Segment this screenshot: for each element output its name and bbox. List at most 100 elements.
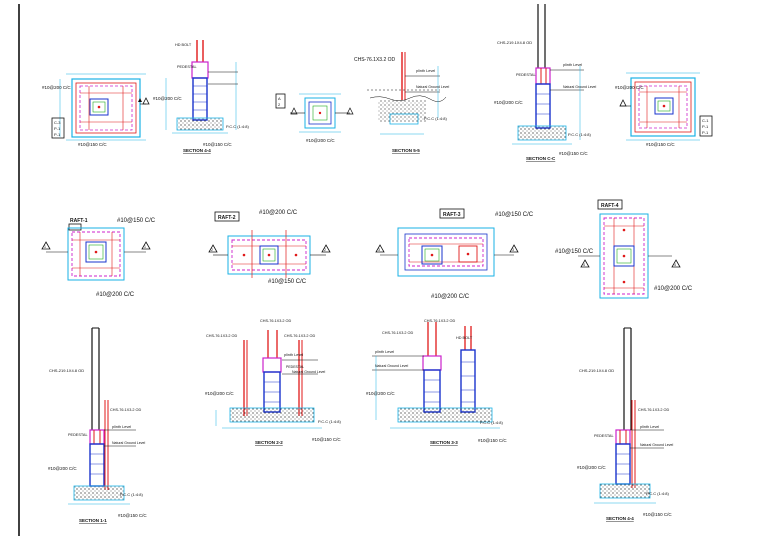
raft-4-mark-right: 4 (674, 263, 676, 267)
plan-d-tag-1: C-1 (702, 118, 709, 123)
raft-3-plan: RAFT-3 #10@150 C/C 3 3 #10@200 C/C (375, 208, 534, 300)
raft-2-mark-left: 2 (211, 248, 213, 252)
plan-a-note-2: #10@150 C/C (78, 142, 107, 147)
raft-3-note-1: #10@150 C/C (495, 212, 534, 218)
section-4-4b-bottom-rebar: #10@150 C/C (643, 512, 672, 517)
section-c-c-bottom-rebar: #10@150 C/C (559, 151, 588, 156)
section-c-c-caption: SECTION C-C (526, 156, 556, 161)
section-5-5: CHS-76.1X3.2 OD plinth Level Natural Gro… (354, 52, 449, 153)
section-4-4b-ngl: Natural Ground Level (640, 443, 673, 447)
plan-a-note-1: #10@200 C/C (42, 85, 71, 90)
section-4-4-caption: SECTION 4-4 (183, 148, 211, 153)
section-c-c-pcc: P.C.C (1:4:8) (568, 132, 591, 137)
section-c-c-pedestal: PEDESTAL (516, 73, 536, 77)
section-4-4-rebar: #10@200 C/C (153, 96, 182, 101)
section-1-1-chs-small: CHS-76.1X3.2 OD (110, 408, 141, 412)
section-c-c: CHS-219.1X4.8 OD PEDESTAL plinth Level N… (494, 4, 596, 161)
section-2-2-ngl: Natural Ground Level (292, 370, 325, 374)
section-4-4-pedestal: PEDESTAL (177, 65, 197, 69)
section-4-4-top: HD BOLT PEDESTAL #10@200 C/C P.C.C (1:4:… (153, 40, 249, 153)
section-2-2-caption: SECTION 2-2 (255, 440, 283, 445)
section-2-2-pedestal: PEDESTAL (286, 365, 304, 369)
raft-1-mark-right: 1 (144, 245, 146, 249)
raft-3-title: RAFT-3 (443, 212, 461, 218)
raft-2-mark-right: 2 (324, 248, 326, 252)
section-3-3: CHS-76.1X3.2 OD CHS-76.1X3.2 OD HD BOLT … (366, 319, 507, 445)
raft-3-mark-left: 3 (378, 248, 380, 252)
section-1-1: CHS-219.1X4.8 OD CHS-76.1X3.2 OD PEDESTA… (48, 327, 147, 523)
section-4-4b-caption: SECTION 4-4 (606, 516, 634, 521)
section-3-3-pcc: P.C.C (1:4:8) (480, 420, 503, 425)
section-3-3-chs-top: CHS-76.1X3.2 OD (424, 319, 455, 323)
raft-4-note-2: #10@200 C/C (654, 286, 693, 292)
section-2-2: CHS-76.1X3.2 OD CHS-76.1X3.2 OD CHS-76.1… (205, 319, 341, 445)
raft-1-mark-left: 1 (44, 245, 46, 249)
section-2-2-pcc: P.C.C (1:4:8) (318, 419, 341, 424)
section-5-5-ngl: Natural Ground Level (416, 85, 449, 89)
plan-d-tag-3: P-1 (702, 130, 709, 135)
section-2-2-chs-left: CHS-76.1X3.2 OD (206, 334, 237, 338)
raft-2-plan: RAFT-2 #10@200 C/C 2 2 #10@150 C/C (208, 210, 331, 285)
plan-a-tag-3: P-1 (54, 132, 61, 137)
plan-a-tag-1: C-3 (54, 120, 61, 125)
section-5-5-caption: SECTION 5-5 (392, 148, 420, 153)
section-4-4b-chs-small: CHS-76.1X3.2 OD (638, 408, 669, 412)
plan-b-note: #10@200 C/C (306, 138, 335, 143)
section-1-1-rebar: #10@200 C/C (48, 466, 77, 471)
section-4-4-pcc: P.C.C (1:4:8) (226, 124, 249, 129)
plan-d-note-1: #10@200 C/C (615, 85, 644, 90)
raft-4-plan: RAFT-4 4 4 #10@150 C/C #10@200 C/C (555, 199, 693, 299)
raft-2-note-1: #10@200 C/C (259, 210, 298, 216)
raft-3-note-2: #10@200 C/C (431, 294, 470, 300)
raft-1-note-1: #10@150 C/C (117, 218, 156, 224)
section-5-5-plinth: plinth Level (416, 69, 435, 73)
section-4-4-hd-bolt: HD BOLT (175, 43, 192, 47)
section-3-3-rebar: #10@200 C/C (366, 391, 395, 396)
section-5-5-chs: CHS-76.1X3.2 OD (354, 57, 396, 63)
section-3-3-chs-left: CHS-76.1X3.2 OD (382, 331, 413, 335)
raft-3-mark-right: 3 (512, 248, 514, 252)
raft-4-note-1: #10@150 C/C (555, 249, 594, 255)
section-c-c-plinth: plinth Level (563, 63, 582, 67)
plan-d: #10@200 C/C #10@150 C/C C-1 P-1 P-1 (615, 72, 713, 147)
section-4-4b-pcc: P.C.C (1:4:8) (646, 491, 669, 496)
plan-b: A 2 #10@200 C/C (275, 93, 354, 143)
section-3-3-caption: SECTION 3-3 (430, 440, 458, 445)
section-1-1-ngl: Natural Ground Level (112, 441, 145, 445)
section-3-3-plinth: plinth Level (375, 350, 394, 354)
plan-b-tag-2: 2 (278, 102, 281, 107)
section-5-5-pcc: P.C.C (1:4:8) (424, 116, 447, 121)
section-1-1-pcc: P.C.C (1:4:8) (120, 492, 143, 497)
section-2-2-plinth: plinth Level (284, 353, 303, 357)
section-4-4-bottom: CHS-219.1X4.8 OD CHS-76.1X3.2 OD PEDESTA… (577, 327, 673, 521)
plan-b-tag-1: A (278, 96, 281, 101)
section-3-3-hd-bolt: HD BOLT (456, 336, 473, 340)
raft-2-title: RAFT-2 (218, 215, 236, 221)
raft-1-title: RAFT-1 (70, 218, 88, 224)
section-4-4b-rebar: #10@200 C/C (577, 465, 606, 470)
section-2-2-chs-right: CHS-76.1X3.2 OD (284, 334, 315, 338)
section-1-1-chs: CHS-219.1X4.8 OD (49, 368, 84, 373)
section-1-1-plinth: plinth Level (112, 425, 131, 429)
raft-4-title: RAFT-4 (601, 203, 619, 209)
section-3-3-ngl: Natural Ground Level (375, 364, 408, 368)
plan-a-tag-2: P-1 (54, 126, 61, 131)
section-c-c-ngl: Natural Ground Level (563, 85, 596, 89)
section-2-2-bottom-rebar: #10@150 C/C (312, 437, 341, 442)
section-4-4b-pedestal: PEDESTAL (594, 434, 614, 438)
section-1-1-caption: SECTION 1-1 (79, 518, 107, 523)
section-3-3-bottom-rebar: #10@150 C/C (478, 438, 507, 443)
plan-d-tag-2: P-1 (702, 124, 709, 129)
section-2-2-chs-top: CHS-76.1X3.2 OD (260, 319, 291, 323)
plan-d-note-2: #10@150 C/C (646, 142, 675, 147)
section-2-2-rebar: #10@200 C/C (205, 391, 234, 396)
raft-2-note-2: #10@150 C/C (268, 279, 307, 285)
section-1-1-pedestal: PEDESTAL (68, 433, 88, 437)
section-4-4b-plinth: plinth Level (640, 425, 659, 429)
section-4-4-bottom-rebar: #10@150 C/C (203, 142, 232, 147)
section-c-c-rebar: #10@200 C/C (494, 100, 523, 105)
section-4-4b-chs: CHS-219.1X4.8 OD (579, 368, 614, 373)
raft-1-plan: RAFT-1 #10@150 C/C 1 1 #10@200 C/C (41, 218, 156, 298)
